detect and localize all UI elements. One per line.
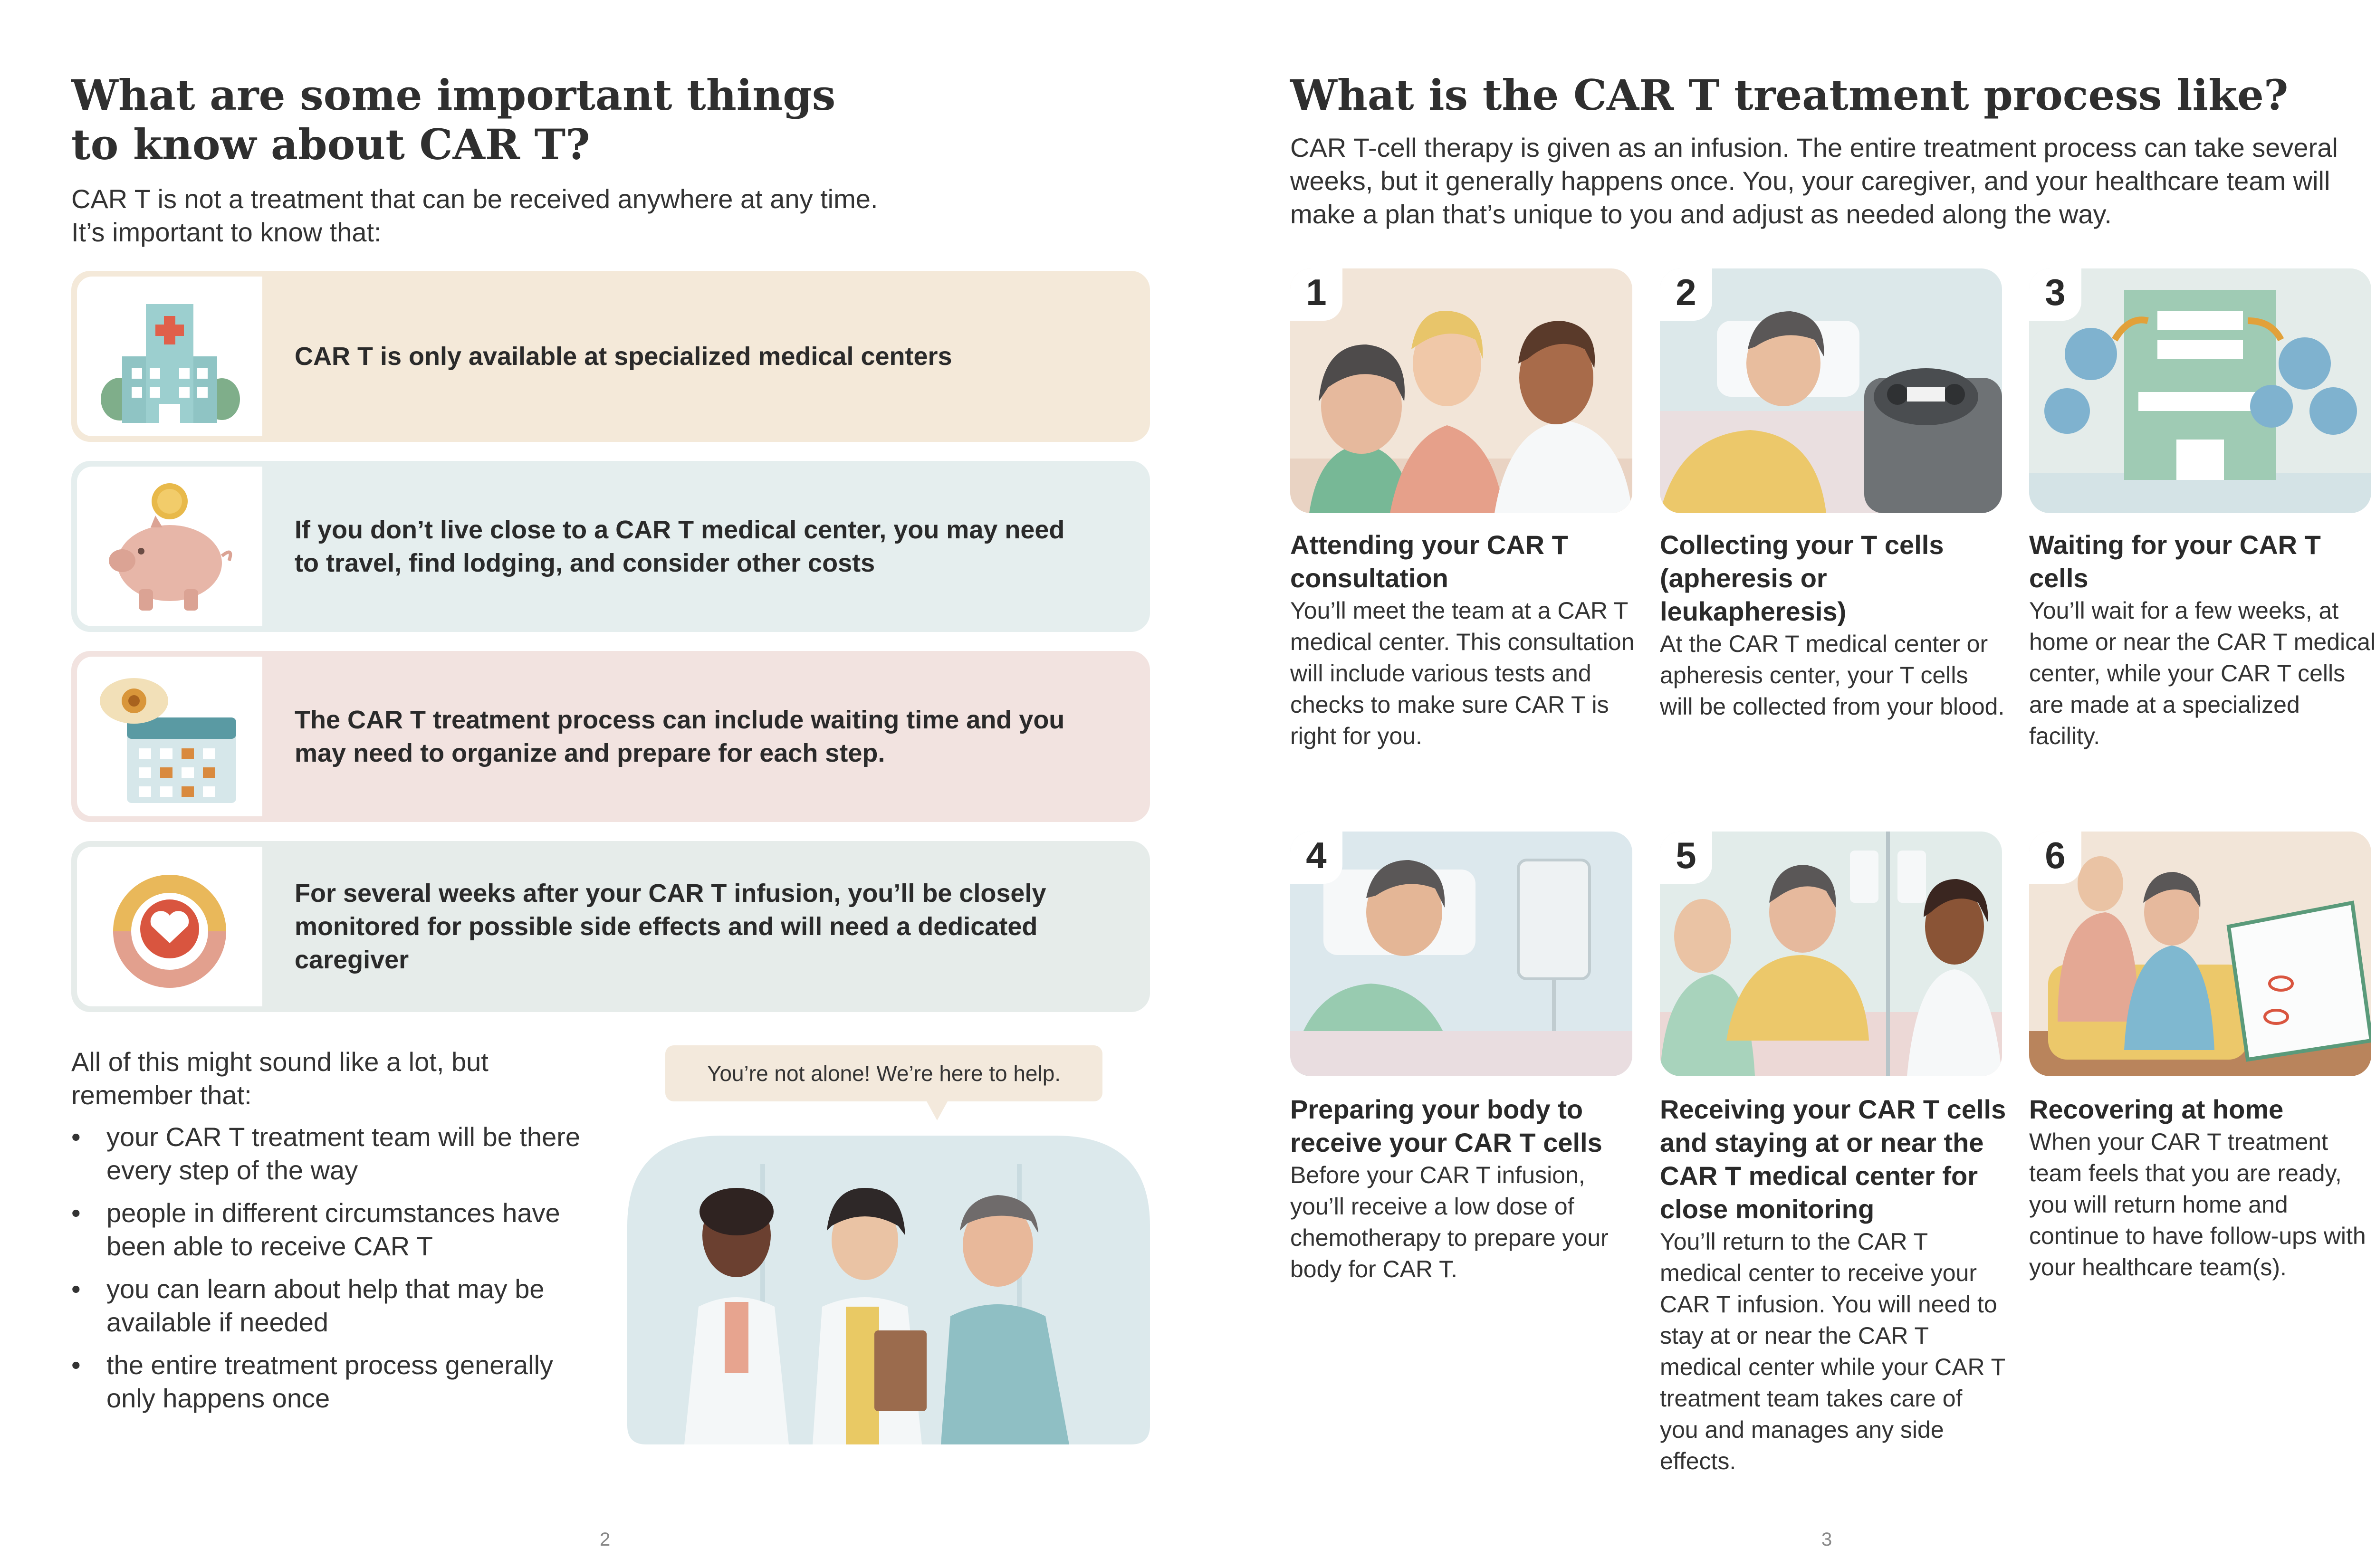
step-3-text: Waiting for your CAR T cells You’ll wait… xyxy=(2029,528,2376,752)
step-number: 5 xyxy=(1660,832,1712,884)
speech-bubble: You’re not alone! We’re here to help. xyxy=(665,1045,1102,1101)
step-number: 3 xyxy=(2029,268,2081,321)
step-5-illustration: 5 xyxy=(1660,832,2002,1076)
step-title: Waiting for your CAR T cells xyxy=(2029,530,2321,593)
step-body: You’ll return to the CAR T medical cente… xyxy=(1660,1228,2005,1474)
info-card-monitoring-caregiver: For several weeks after your CAR T infus… xyxy=(71,841,1150,1012)
speech-bubble-tail xyxy=(927,1101,948,1120)
step-1-illustration: 1 xyxy=(1290,268,1632,513)
info-card-text: If you don’t live close to a CAR T medic… xyxy=(295,516,1065,577)
left-page: What are some important things to know a… xyxy=(0,0,1212,1568)
info-card-text: For several weeks after your CAR T infus… xyxy=(295,879,1046,974)
info-card-text: CAR T is only available at specialized m… xyxy=(295,342,952,371)
step-title: Receiving your CAR T cells and staying a… xyxy=(1660,1094,2006,1224)
step-number: 2 xyxy=(1660,268,1712,321)
step-6-text: Recovering at home When your CAR T treat… xyxy=(2029,1093,2376,1283)
right-page: What is the CAR T treatment process like… xyxy=(1212,0,2376,1568)
step-title: Attending your CAR T consultation xyxy=(1290,530,1568,593)
list-item: you can learn about help that may be ava… xyxy=(71,1272,594,1339)
remember-intro: All of this might sound like a lot, but … xyxy=(71,1047,489,1110)
right-heading: What is the CAR T treatment process like… xyxy=(1290,70,2289,120)
calendar-clock-icon xyxy=(77,657,262,816)
step-body: Before your CAR T infusion, you’ll recei… xyxy=(1290,1162,1609,1282)
step-body: You’ll meet the team at a CAR T medical … xyxy=(1290,597,1635,749)
step-2-illustration: 2 xyxy=(1660,268,2002,513)
left-intro-line-2: It’s important to know that: xyxy=(71,217,382,247)
left-heading-line-2: to know about CAR T? xyxy=(71,120,590,169)
step-title: Collecting your T cells (apheresis or le… xyxy=(1660,530,1944,626)
step-4-text: Preparing your body to receive your CAR … xyxy=(1290,1093,1637,1285)
step-4-illustration: 4 xyxy=(1290,832,1632,1076)
step-title: Recovering at home xyxy=(2029,1094,2284,1124)
info-card-waiting-time: The CAR T treatment process can include … xyxy=(71,651,1150,822)
step-number: 4 xyxy=(1290,832,1342,884)
list-item: your CAR T treatment team will be there … xyxy=(71,1120,594,1187)
hospital-icon xyxy=(77,277,262,436)
care-team-illustration xyxy=(627,1136,1150,1444)
list-item: the entire treatment process generally o… xyxy=(71,1348,594,1415)
step-6-illustration: 6 xyxy=(2029,832,2371,1076)
list-item: people in different circumstances have b… xyxy=(71,1196,594,1263)
page-number: 2 xyxy=(600,1529,611,1550)
left-heading: What are some important things to know a… xyxy=(71,70,1117,169)
step-number: 6 xyxy=(2029,832,2081,884)
step-5-text: Receiving your CAR T cells and staying a… xyxy=(1660,1093,2007,1477)
left-heading-line-1: What are some important things xyxy=(71,70,836,120)
step-body: At the CAR T medical center or apheresis… xyxy=(1660,631,2005,720)
info-card-text: The CAR T treatment process can include … xyxy=(295,706,1065,767)
right-intro: CAR T-cell therapy is given as an infusi… xyxy=(1290,133,2338,229)
left-intro-line-1: CAR T is not a treatment that can be rec… xyxy=(71,184,878,214)
step-body: You’ll wait for a few weeks, at home or … xyxy=(2029,597,2376,749)
step-1-text: Attending your CAR T consultation You’ll… xyxy=(1290,528,1637,752)
step-body: When your CAR T treatment team feels tha… xyxy=(2029,1128,2366,1281)
piggy-bank-icon xyxy=(77,467,262,626)
remember-list: your CAR T treatment team will be there … xyxy=(71,1120,594,1415)
step-3-illustration: 3 xyxy=(2029,268,2371,513)
left-intro: CAR T is not a treatment that can be rec… xyxy=(71,182,1140,249)
step-number: 1 xyxy=(1290,268,1342,321)
info-card-specialized-centers: CAR T is only available at specialized m… xyxy=(71,271,1150,442)
heart-hands-icon xyxy=(77,847,262,1006)
page-number: 3 xyxy=(1821,1529,1832,1550)
step-2-text: Collecting your T cells (apheresis or le… xyxy=(1660,528,2007,722)
step-title: Preparing your body to receive your CAR … xyxy=(1290,1094,1602,1157)
info-card-travel-costs: If you don’t live close to a CAR T medic… xyxy=(71,461,1150,632)
remember-section: All of this might sound like a lot, but … xyxy=(71,1045,594,1425)
